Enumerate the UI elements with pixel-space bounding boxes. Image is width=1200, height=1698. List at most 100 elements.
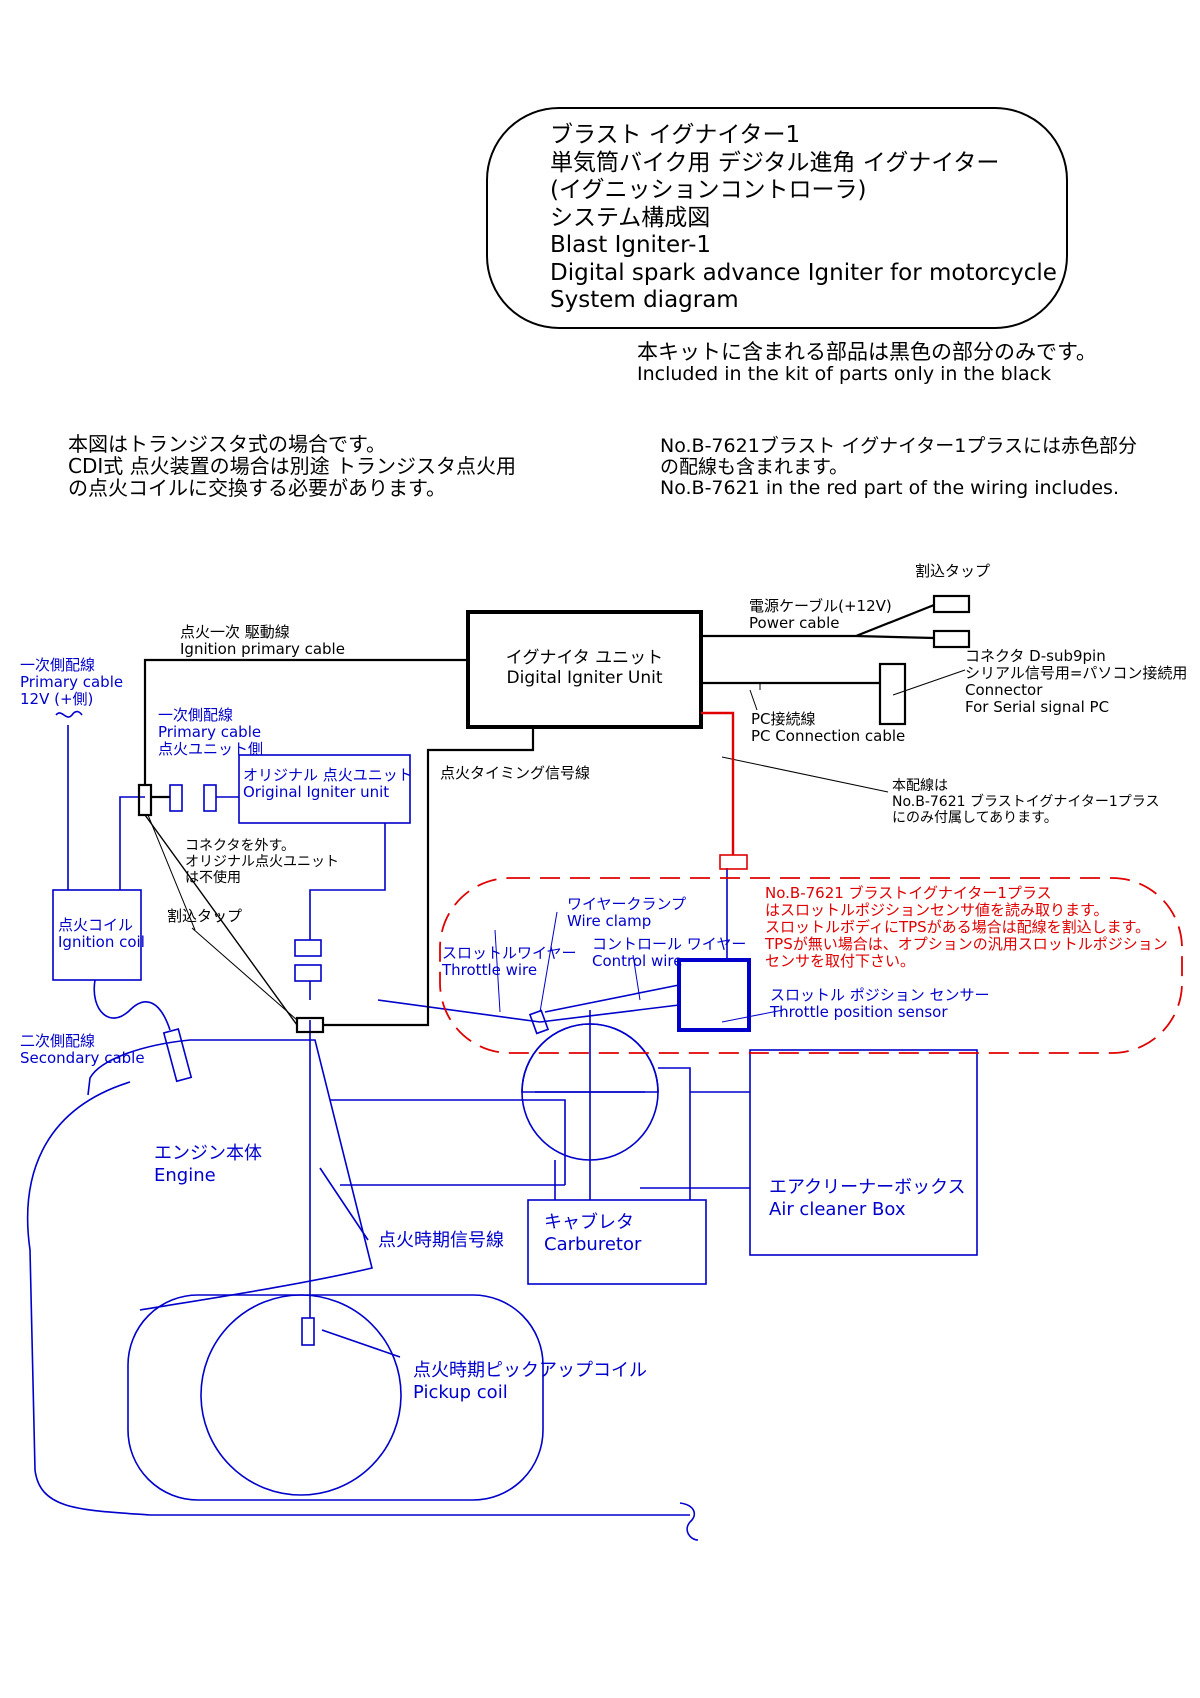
connector-label: コネクタ D-sub9pin シリアル信号用=パソコン接続用 Connector… <box>965 648 1187 716</box>
plus-only-label: 本配線は No.B-7621 ブラストイグナイター1プラス にのみ付属してありま… <box>892 778 1159 826</box>
control-wire-en: Control wire <box>592 952 683 970</box>
connector-line: Connector <box>965 681 1043 699</box>
original-igniter-box <box>238 754 411 824</box>
power-cable-jp: 電源ケーブル(+12V) <box>749 597 892 615</box>
power-cable-en: Power cable <box>749 614 840 632</box>
wire-clamp-en: Wire clamp <box>567 912 652 930</box>
control-wire-label: コントロール ワイヤー Control wire <box>592 936 746 970</box>
title-text: ブラスト イグナイター1 単気筒バイク用 デジタル進角 イグナイター (イグニッ… <box>550 122 1057 315</box>
connector-line: For Serial signal PC <box>965 698 1110 716</box>
power-cable-label: 電源ケーブル(+12V) Power cable <box>749 598 892 632</box>
pc-cable-label: PC接続線 PC Connection cable <box>751 711 905 745</box>
carb-to-airbox <box>640 1067 691 1189</box>
primary-unit-jp: 一次側配線 <box>158 706 234 724</box>
primary-cable-jp: 一次側配線 <box>20 656 96 674</box>
primary-cable-en: Primary cable <box>20 673 124 691</box>
plus-note: No.B-7621ブラスト イグナイター1プラスには赤色部分 の配線も含まれます… <box>660 436 1137 499</box>
wire-clamp-label: ワイヤークランプ Wire clamp <box>567 896 686 930</box>
pc-cable-en: PC Connection cable <box>751 727 906 745</box>
air-cleaner-label: エアクリーナーボックス Air cleaner Box <box>769 1177 966 1221</box>
transistor-note: 本図はトランジスタ式の場合です。 CDI式 点火装置の場合は別途 トランジスタ点… <box>68 433 516 499</box>
igniter-unit-label: イグナイタ ユニット Digital Igniter Unit <box>478 648 691 688</box>
tps-label: スロットル ポジション センサー Throttle position senso… <box>770 987 990 1021</box>
pickup-coil-label: 点火時期ピックアップコイル Pickup coil <box>413 1360 647 1404</box>
pickup-coil <box>301 1317 315 1346</box>
pickup-en: Pickup coil <box>413 1382 508 1403</box>
primary-cable-label: 一次側配線 Primary cable 12V (+側) <box>20 657 123 708</box>
air-cleaner-box <box>749 1049 978 1256</box>
secondary-cable-label: 二次側配線 Secondary cable <box>20 1033 145 1067</box>
tps-note-line: No.B-7621 ブラストイグナイター1プラス <box>765 884 1052 902</box>
primary-unit-en: Primary cable <box>158 723 262 741</box>
title-line: ブラスト イグナイター1 <box>550 122 801 148</box>
disconnect-line: オリジナル点火ユニット <box>185 854 339 870</box>
primary-unit-side: 点火ユニット側 <box>158 740 264 758</box>
primary-cable-volt: 12V (+側) <box>20 690 94 708</box>
original-unit-label: オリジナル 点火ユニット Original Igniter unit <box>243 767 413 801</box>
power-cable <box>701 603 935 640</box>
note-line: の点火コイルに交換する必要があります。 <box>68 476 446 500</box>
plus-option <box>439 711 1183 1054</box>
timing-signal-label: 点火タイミング信号線 <box>440 764 591 782</box>
title-line: Digital spark advance Igniter for motorc… <box>550 259 1057 286</box>
title-line: システム構成図 <box>550 204 711 231</box>
flywheel <box>200 1294 402 1496</box>
disconnect-line: は不使用 <box>185 870 241 886</box>
ign-primary-jp: 点火一次 駆動線 <box>180 623 290 641</box>
plus-only-line: 本配線は <box>892 778 948 794</box>
title-box <box>486 107 1068 329</box>
break-mark <box>679 1502 699 1541</box>
frame-outline <box>26 1081 690 1516</box>
connector-line: シリアル信号用=パソコン接続用 <box>965 664 1188 682</box>
throttle-wire-label: スロットルワイヤー Throttle wire <box>442 945 577 979</box>
air-cleaner-jp: エアクリーナーボックス <box>769 1177 966 1198</box>
digital-igniter-unit[interactable] <box>466 610 703 729</box>
secondary-en: Secondary cable <box>20 1049 145 1067</box>
ignition-coil-label: 点火コイル Ignition coil <box>58 917 145 951</box>
tap-top-label: 割込タップ <box>915 562 991 580</box>
carburetor-en: Carburetor <box>544 1234 642 1255</box>
note-line: No.B-7621ブラスト イグナイター1プラスには赤色部分 <box>660 435 1138 457</box>
pickup-jp: 点火時期ピックアップコイル <box>413 1360 647 1381</box>
throttle-position-sensor[interactable] <box>677 958 751 1032</box>
tps-option-area <box>439 877 1183 1054</box>
connector-line: コネクタ D-sub9pin <box>965 647 1106 665</box>
original-unit-jp: オリジナル 点火ユニット <box>243 766 413 784</box>
title-line: System diagram <box>550 287 739 313</box>
plus-only-line: にのみ付属してあります。 <box>892 810 1058 826</box>
primary-unit-side-label: 一次側配線 Primary cable 点火ユニット側 <box>158 707 263 758</box>
crankcase-outline <box>127 1294 544 1501</box>
control-wire-jp: コントロール ワイヤー <box>592 935 747 953</box>
note-line: No.B-7621 in the red part of the wiring … <box>660 477 1119 499</box>
engine-label: エンジン本体 Engine <box>154 1143 262 1187</box>
dsub-connector <box>878 662 907 726</box>
tps-note-line: センサを取付下さい。 <box>765 952 916 970</box>
ign-primary-en: Ignition primary cable <box>180 640 345 658</box>
plus-only-line: No.B-7621 ブラストイグナイター1プラス <box>892 794 1160 810</box>
original-unit-en: Original Igniter unit <box>243 783 390 801</box>
disconnect-line: コネクタを外す。 <box>185 838 296 854</box>
ignition-primary-label: 点火一次 駆動線 Ignition primary cable <box>180 624 345 658</box>
ignition-primary-cable <box>143 658 468 785</box>
title-line: Blast Igniter-1 <box>550 232 712 258</box>
kit-note: 本キットに含まれる部品は黒色の部分のみです。 Included in the k… <box>637 340 1097 386</box>
title-line: (イグニッションコントローラ) <box>550 177 867 203</box>
tps-cable <box>701 711 735 855</box>
air-cleaner-en: Air cleaner Box <box>769 1199 906 1220</box>
kit-note-jp: 本キットに含まれる部品は黒色の部分のみです。 <box>637 340 1097 364</box>
tps-option-note: No.B-7621 ブラストイグナイター1プラス はスロットルポジションセンサ値… <box>765 885 1168 970</box>
note-line: 本図はトランジスタ式の場合です。 <box>68 432 386 456</box>
vehicle-parts <box>26 710 978 1541</box>
engine-outline <box>87 1039 373 1311</box>
unit-en: Digital Igniter Unit <box>506 668 663 688</box>
ign-coil-en: Ignition coil <box>58 933 145 951</box>
kit-wiring <box>137 594 971 1034</box>
note-line: の配線も含まれます。 <box>660 456 849 478</box>
kit-note-en: Included in the kit of parts only in the… <box>637 363 1052 386</box>
carburetor-body <box>527 1199 707 1285</box>
plug-cap <box>162 1028 193 1083</box>
intake-pipe <box>330 1099 566 1186</box>
timing-signal-line <box>323 727 535 1027</box>
tps-note-line: TPSが無い場合は、オプションの汎用スロットルポジション <box>765 935 1168 953</box>
